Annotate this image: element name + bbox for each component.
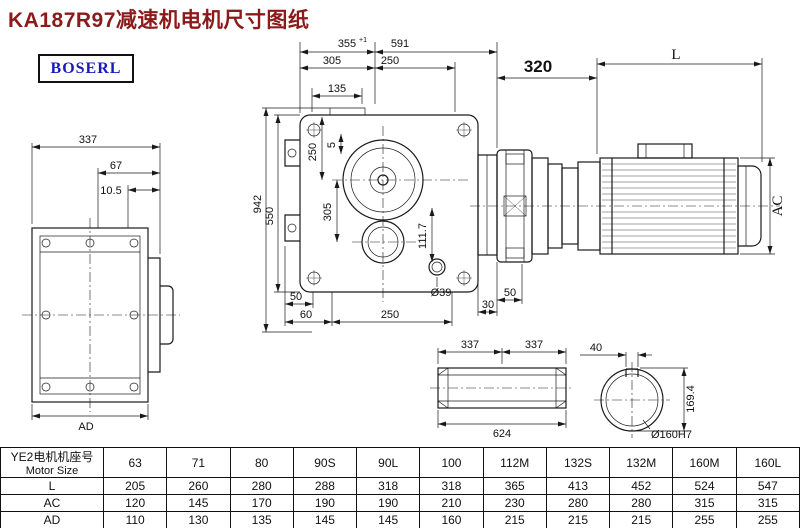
- table-cell: 452: [609, 477, 674, 495]
- row-label: AC: [0, 494, 104, 512]
- table-cell: 413: [545, 477, 611, 495]
- table-cell: 145: [166, 494, 231, 512]
- size-col-header: 80: [229, 447, 294, 478]
- table-cell: 315: [735, 494, 800, 512]
- table-cell: 255: [672, 511, 737, 528]
- table-cell: 215: [482, 511, 547, 528]
- page-title: KA187R97减速机电机尺寸图纸: [8, 9, 310, 32]
- table-cell: 280: [609, 494, 674, 512]
- dim-355: 355: [338, 38, 356, 50]
- table-cell: 547: [735, 477, 800, 495]
- table-cell: 318: [419, 477, 484, 495]
- dim-67: 67: [110, 160, 122, 172]
- size-col-header: 160L: [735, 447, 800, 478]
- size-col-header: 90S: [292, 447, 358, 478]
- dim-40: 40: [590, 342, 602, 354]
- engineering-drawing: 337 67 10.5 AD: [22, 37, 786, 441]
- dim-AC: AC: [770, 196, 786, 217]
- table-cell: 135: [229, 511, 294, 528]
- size-col-header: 63: [102, 447, 168, 478]
- dim-ad: AD: [78, 421, 93, 433]
- size-col-header: 90L: [356, 447, 421, 478]
- table-cell: 524: [672, 477, 737, 495]
- table-header-row: YE2电机机座号 Motor Size 63 71 80 90S 90L 100…: [0, 447, 800, 478]
- table-cell: 255: [735, 511, 800, 528]
- motor-size-header: YE2电机机座号 Motor Size: [0, 447, 104, 478]
- brand-logo: BOSERL: [38, 54, 134, 83]
- table-cell: 315: [672, 494, 737, 512]
- table-row-AD: AD 110 130 135 145 145 160 215 215 215 2…: [0, 511, 800, 528]
- dim-250-left: 250: [307, 143, 319, 161]
- dim-624: 624: [493, 428, 511, 440]
- dim-320: 320: [524, 57, 552, 76]
- table-row-L: L 205 260 280 288 318 318 365 413 452 52…: [0, 477, 800, 495]
- table-cell: 215: [545, 511, 611, 528]
- table-cell: 260: [166, 477, 231, 495]
- table-cell: 160: [419, 511, 484, 528]
- motor-view: 320 L AC: [470, 47, 786, 263]
- size-col-header: 71: [166, 447, 231, 478]
- dim-942: 942: [252, 195, 264, 213]
- table-cell: 288: [292, 477, 358, 495]
- dim-250-top: 250: [381, 55, 399, 67]
- dim-169p4: 169.4: [685, 385, 697, 413]
- terminal-box: [637, 143, 693, 159]
- motor-size-header-en: Motor Size: [25, 465, 79, 477]
- dim-135: 135: [328, 83, 346, 95]
- dim-5: 5: [326, 142, 338, 148]
- dim-550: 550: [264, 207, 276, 225]
- dim-side-width: 337: [79, 134, 97, 146]
- input-flange: [477, 154, 498, 256]
- dim-dia39: Ø39: [431, 287, 452, 299]
- dim-305-top: 305: [323, 55, 341, 67]
- dim-bore-dia: Ø160H7: [651, 429, 692, 441]
- table-cell: 110: [102, 511, 168, 528]
- table-cell: 145: [292, 511, 358, 528]
- dim-50-bottom-left: 50: [290, 291, 302, 303]
- dim-111p7: 111.7: [417, 223, 429, 249]
- fan-cover: [737, 165, 762, 247]
- size-col-header: 132M: [609, 447, 674, 478]
- side-flange: [148, 257, 161, 373]
- side-view: 337 67 10.5 AD: [22, 134, 180, 433]
- dim-50-bottom-right: 50: [504, 287, 516, 299]
- dim-337-shaft-b: 337: [525, 339, 543, 351]
- table-cell: 280: [229, 477, 294, 495]
- size-col-header: 160M: [672, 447, 737, 478]
- size-col-header: 100: [419, 447, 484, 478]
- row-label: L: [0, 477, 104, 495]
- bore-view: 40 169.4 Ø160H7: [580, 342, 697, 441]
- motor-size-header-cn: YE2电机机座号: [10, 450, 94, 464]
- dim-591: 591: [391, 38, 409, 50]
- dim-30: 30: [482, 299, 494, 311]
- table-cell: 280: [545, 494, 611, 512]
- shaft-view: 337 337 624: [430, 339, 574, 440]
- dim-337-shaft-a: 337: [461, 339, 479, 351]
- motor-size-table: YE2电机机座号 Motor Size 63 71 80 90S 90L 100…: [0, 447, 800, 528]
- size-col-header: 132S: [545, 447, 611, 478]
- table-cell: 215: [609, 511, 674, 528]
- dim-10p5: 10.5: [100, 185, 121, 197]
- front-view: 355 +1 591 305 250 135 942 550 250: [252, 37, 523, 333]
- dim-60: 60: [300, 309, 312, 321]
- brand-logo-text: BOSERL: [50, 59, 122, 77]
- dim-355-tolerance: +1: [359, 37, 367, 44]
- table-cell: 145: [356, 511, 421, 528]
- table-cell: 190: [356, 494, 421, 512]
- table-cell: 318: [356, 477, 421, 495]
- table-row-AC: AC 120 145 170 190 190 210 230 280 280 3…: [0, 494, 800, 512]
- table-cell: 170: [229, 494, 294, 512]
- row-label: AD: [0, 511, 104, 528]
- dim-L: L: [671, 47, 680, 63]
- table-cell: 130: [166, 511, 231, 528]
- table-cell: 205: [102, 477, 168, 495]
- table-cell: 365: [482, 477, 547, 495]
- table-cell: 210: [419, 494, 484, 512]
- dim-305-left: 305: [322, 203, 334, 221]
- table-cell: 230: [482, 494, 547, 512]
- size-col-header: 112M: [482, 447, 547, 478]
- table-cell: 120: [102, 494, 168, 512]
- table-cell: 190: [292, 494, 358, 512]
- dim-250-bottom: 250: [381, 309, 399, 321]
